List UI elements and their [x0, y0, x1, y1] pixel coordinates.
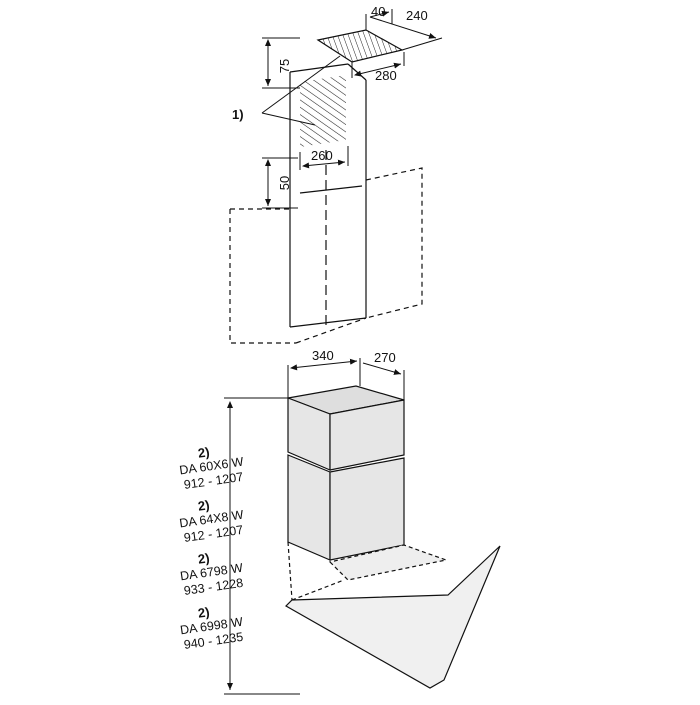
lower-box-front: [287, 454, 331, 561]
telescopic-chimney-outline: [229, 167, 423, 344]
model-item: 2) DA 60X6 W 912 - 1207: [178, 444, 244, 492]
wall-mounting-bracket: [300, 75, 346, 147]
dim-bracket-width: [299, 146, 349, 170]
dim-top-duct: [351, 52, 405, 78]
ceiling-bracket-plate: [316, 29, 404, 63]
callout-1: 1): [232, 55, 341, 126]
dim-bracket-height: [262, 157, 298, 209]
model-note: 2): [197, 497, 211, 513]
glass-canopy: [285, 541, 501, 689]
model-note: 2): [197, 444, 211, 460]
dim-top-duct-label: 280: [375, 68, 397, 83]
inner-chimney-bottom-edge: [289, 317, 367, 328]
callout-1-label: 1): [232, 107, 244, 122]
model-note: 2): [197, 604, 211, 620]
model-item: 2) DA 64X8 W 912 - 1207: [178, 497, 244, 545]
lower-box-side: [329, 457, 405, 561]
model-item: 2) DA 6798 W 933 - 1228: [179, 550, 244, 598]
dim-bracket-height-label: 50: [277, 176, 292, 190]
dim-total-height: [224, 397, 300, 695]
dim-top-depth: [365, 9, 443, 51]
dim-chimney-depth-label: 270: [374, 350, 396, 365]
dim-chimney-size: [287, 358, 405, 400]
dim-top-height-label: 75: [277, 59, 292, 73]
glass-panel: [285, 545, 501, 689]
upper-chimney-assembly: [229, 29, 423, 344]
model-note: 2): [197, 550, 211, 566]
dim-top-depth-label: 240: [406, 8, 428, 23]
dim-top-width-label: 40: [371, 4, 385, 19]
dim-chimney-width-label: 340: [312, 348, 334, 363]
model-item: 2) DA 6998 W 940 - 1235: [179, 604, 244, 652]
model-height-list: 2) DA 60X6 W 912 - 1207 2) DA 64X8 W 912…: [178, 444, 244, 652]
dim-bracket-width-label: 260: [311, 148, 333, 163]
dim-top-height: [262, 37, 300, 89]
inner-chimney-top-edge: [289, 63, 349, 73]
hood-chimney-body: [285, 385, 405, 561]
upper-box-side: [329, 399, 405, 471]
canopy-lower-body: [328, 544, 449, 581]
